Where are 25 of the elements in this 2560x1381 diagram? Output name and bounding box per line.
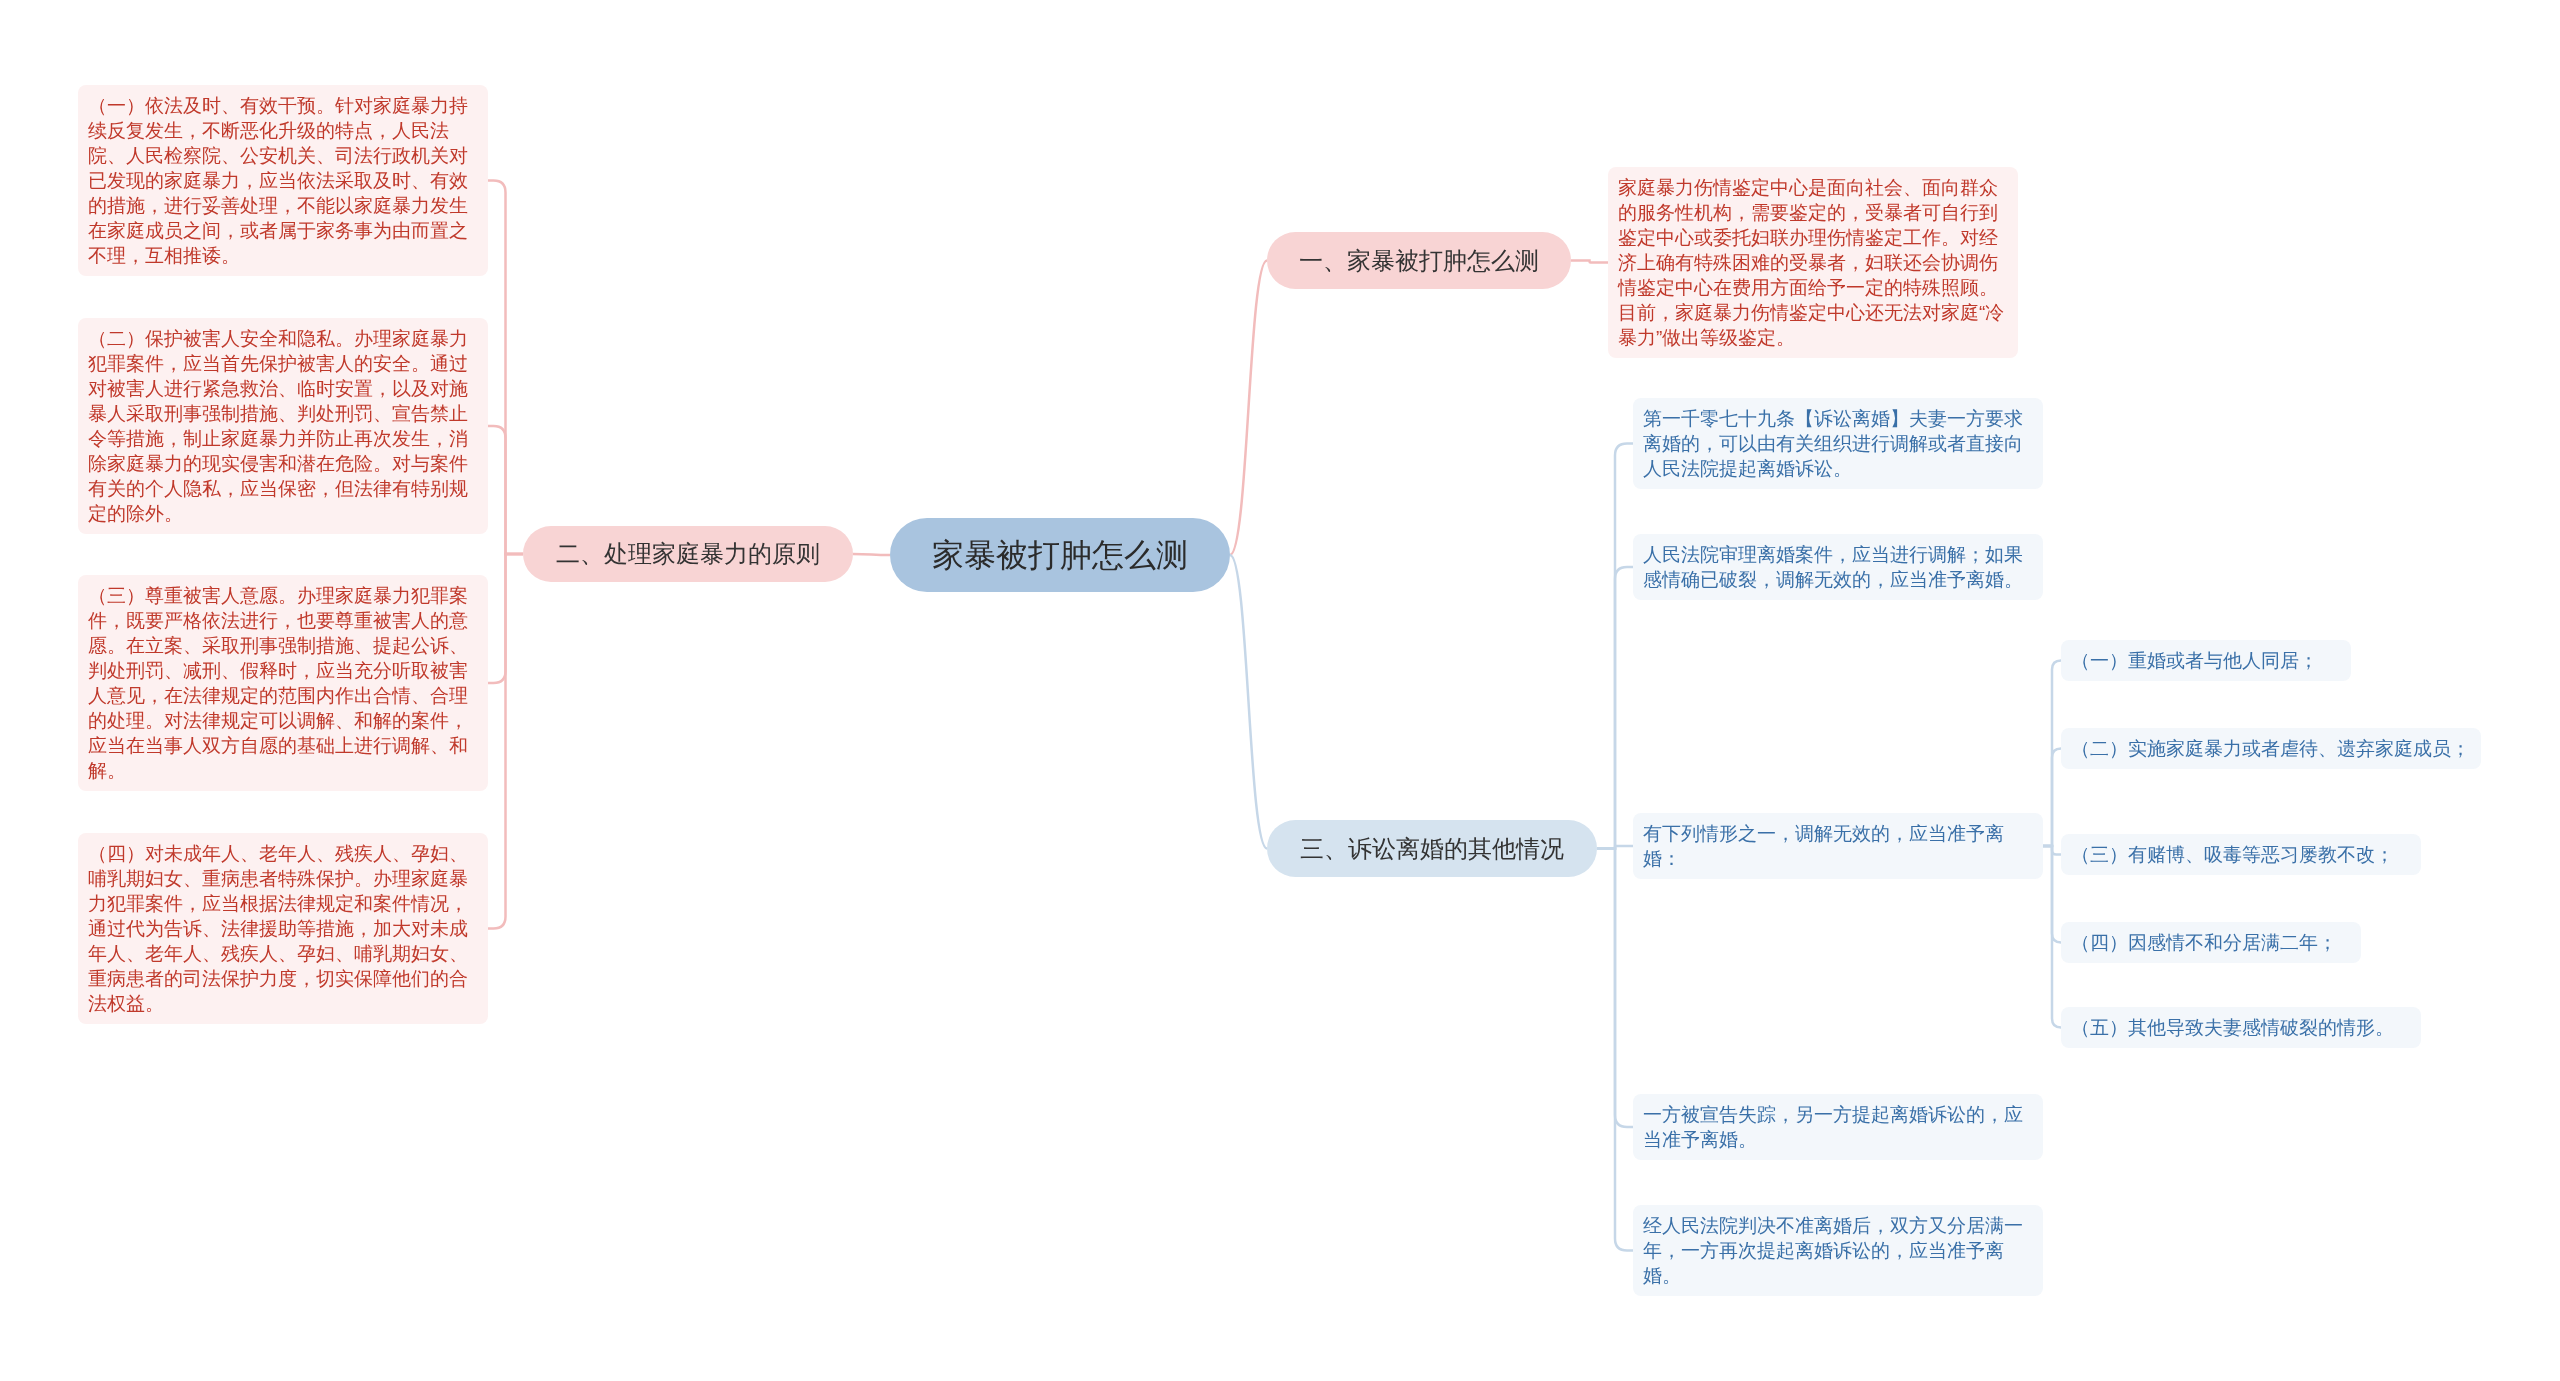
- branch-topic: 一、家暴被打肿怎么测: [1267, 232, 1571, 289]
- leaf-note: （四）对未成年人、老年人、残疾人、孕妇、哺乳期妇女、重病患者特殊保护。办理家庭暴力犯罪案件，应当根据法律规定和案件情况，通过代为告诉、法律援助等措施，加大对未成年人、老年人、残疾人、孕妇、哺乳期妇女、重病患者的司法保护力度，切实保障他们的合法权益。: [78, 833, 488, 1024]
- leaf-note: 人民法院审理离婚案件，应当进行调解；如果感情确已破裂，调解无效的，应当准予离婚。: [1633, 534, 2043, 600]
- connector-line: [1229, 259, 1268, 556]
- connector-line: [1229, 554, 1268, 850]
- leaf-note: 一方被宣告失踪，另一方提起离婚诉讼的，应当准予离婚。: [1633, 1094, 2043, 1160]
- branch-topic: 三、诉讼离婚的其他情况: [1267, 820, 1597, 877]
- leaf-note: （三）有赌博、吸毒等恶习屡教不改；: [2061, 834, 2421, 875]
- connector-line: [2043, 844, 2063, 1029]
- leaf-note: （四）因感情不和分居满二年；: [2061, 922, 2361, 963]
- leaf-note: 家庭暴力伤情鉴定中心是面向社会、面向群众的服务性机构，需要鉴定的，受暴者可自行到鉴定中心或委托妇联办理伤情鉴定工作。对经济上确有特殊困难的受暴者，妇联还会协调伤情鉴定中心在费用方面给予一定的特殊照顾。目前，家庭暴力伤情鉴定中心还无法对家庭“冷暴力”做出等级鉴定。: [1608, 167, 2018, 358]
- connector-line: [1597, 847, 1633, 1252]
- leaf-note: 有下列情形之一，调解无效的，应当准予离婚：: [1633, 813, 2043, 879]
- central-topic: 家暴被打肿怎么测: [890, 518, 1230, 592]
- leaf-note: （三）尊重被害人意愿。办理家庭暴力犯罪案件，既要严格依法进行，也要尊重被害人的意愿。在立案、采取刑事强制措施、提起公诉、判处刑罚、减刑、假释时，应当充分听取被害人意见，在法律规定的范围内作出合情、合理的处理。对法律规定可以调解、和解的案件，应当在当事人双方自愿的基础上进行调解、和解。: [78, 575, 488, 791]
- leaf-note: 第一千零七十九条【诉讼离婚】夫妻一方要求离婚的，可以由有关组织进行调解或者直接向人民法院提起离婚诉讼。: [1633, 398, 2043, 489]
- leaf-note: （二）保护被害人安全和隐私。办理家庭暴力犯罪案件，应当首先保护被害人的安全。通过对被害人进行紧急救治、临时安置，以及对施暴人采取刑事强制措施、判处刑罚、宣告禁止令等措施，制止家庭暴力并防止再次发生，消除家庭暴力的现实侵害和潜在危险。对与案件有关的个人隐私，应当保密，但法律有特别规定的除外。: [78, 318, 488, 534]
- connector-line: [853, 552, 890, 557]
- leaf-note: 经人民法院判决不准离婚后，双方又分居满一年，一方再次提起离婚诉讼的，应当准予离婚。: [1633, 1205, 2043, 1296]
- leaf-note: （二）实施家庭暴力或者虐待、遗弃家庭成员；: [2061, 728, 2481, 769]
- leaf-note: （五）其他导致夫妻感情破裂的情形。: [2061, 1007, 2421, 1048]
- leaf-note: （一）依法及时、有效干预。针对家庭暴力持续反复发生，不断恶化升级的特点，人民法院、人民检察院、公安机关、司法行政机关对已发现的家庭暴力，应当依法采取及时、有效的措施，进行妥善处理，不能以家庭暴力发生在家庭成员之间，或者属于家务事为由而置之不理，互相推诿。: [78, 85, 488, 276]
- leaf-note: （一）重婚或者与他人同居；: [2061, 640, 2351, 681]
- connector-line: [1571, 259, 1608, 264]
- branch-topic: 二、处理家庭暴力的原则: [523, 526, 853, 582]
